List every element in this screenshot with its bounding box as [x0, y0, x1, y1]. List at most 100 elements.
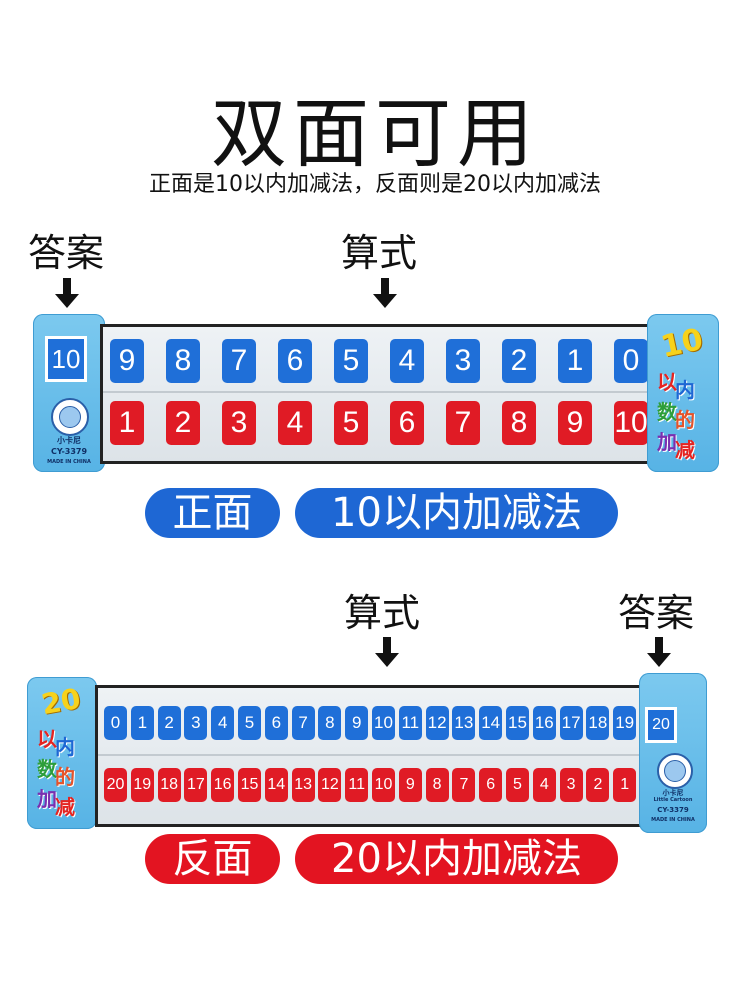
bottom-red-card: 14	[264, 768, 288, 802]
top-sticker-text: 以内数的加减	[655, 366, 713, 466]
bottom-sticker-char: 以	[37, 727, 57, 751]
top-red-card: 8	[502, 401, 536, 445]
bottom-blue-card: 15	[506, 706, 529, 740]
bottom-right-cap: 20 小卡尼 Little Cartoon CY-3379 MADE IN CH…	[639, 673, 707, 833]
bottom-red-card: 6	[479, 768, 503, 802]
bottom-desc-badge: 20以内加减法	[295, 834, 618, 884]
bottom-red-card: 8	[425, 768, 449, 802]
bottom-red-card: 10	[372, 768, 395, 802]
bottom-sticker-text: 以内数的加减	[35, 723, 93, 823]
bottom-sticker-number: 20	[38, 681, 84, 722]
bottom-blue-card: 8	[318, 706, 342, 740]
bottom-blue-card: 11	[398, 706, 422, 740]
bottom-side-badge: 反面	[145, 834, 280, 884]
top-red-card: 2	[166, 401, 200, 445]
bottom-sticker-char: 减	[55, 795, 75, 819]
bottom-blue-card: 14	[479, 706, 503, 740]
bottom-red-card: 1	[613, 768, 637, 802]
top-logo-icon	[51, 398, 89, 436]
bottom-red-card: 17	[184, 768, 208, 802]
bottom-sticker-char: 的	[55, 765, 75, 789]
top-blue-card: 9	[110, 339, 144, 383]
bottom-red-card: 20	[104, 768, 127, 802]
bottom-made-in: MADE IN CHINA	[651, 817, 695, 823]
bottom-red-card: 5	[506, 768, 529, 802]
bottom-answer-label: 答案	[618, 591, 695, 635]
bottom-logo-icon	[657, 753, 693, 789]
top-model: CY-3379	[50, 447, 88, 456]
top-sticker-char: 减	[675, 438, 695, 462]
bottom-sticker-char: 加	[37, 787, 57, 811]
top-blue-card: 4	[390, 339, 424, 383]
bottom-blue-card: 17	[559, 706, 583, 740]
bottom-answer-card: 20	[645, 707, 677, 743]
top-blue-card: 0	[614, 339, 648, 383]
top-blue-card: 7	[222, 339, 256, 383]
bottom-left-cap: 20 以内数的加减	[27, 677, 97, 829]
top-red-card: 6	[390, 401, 424, 445]
bottom-blue-card: 9	[345, 706, 369, 740]
bottom-model: CY-3379	[657, 806, 689, 814]
top-blue-card: 1	[558, 339, 592, 383]
top-formula-label: 算式	[341, 231, 418, 275]
bottom-red-card: 16	[211, 768, 235, 802]
top-left-cap: 10 小卡尼 CY-3379 MADE IN CHINA	[33, 314, 105, 472]
bottom-blue-card: 19	[613, 706, 637, 740]
bottom-blue-card: 13	[452, 706, 476, 740]
bottom-blue-card: 3	[184, 706, 208, 740]
bottom-red-card: 13	[291, 768, 315, 802]
top-red-card: 1	[110, 401, 144, 445]
bottom-red-card: 15	[238, 768, 261, 802]
bottom-blue-card: 10	[372, 706, 395, 740]
top-made-in: MADE IN CHINA	[47, 459, 91, 465]
top-sticker-char: 加	[657, 430, 677, 454]
bottom-red-card: 4	[532, 768, 556, 802]
top-strip-divider	[103, 391, 681, 393]
bottom-blue-card: 12	[425, 706, 449, 740]
bottom-logo-name: 小卡尼	[662, 789, 684, 797]
top-blue-card: 5	[334, 339, 368, 383]
top-right-cap: 10 以内数的加减	[647, 314, 719, 472]
bottom-red-card: 7	[452, 768, 476, 802]
top-answer-card: 10	[45, 336, 87, 382]
top-blue-card: 6	[278, 339, 312, 383]
page-subtitle: 正面是10以内加减法，反面则是20以内加减法	[149, 172, 601, 197]
bottom-blue-card: 5	[238, 706, 261, 740]
top-sticker-char: 的	[675, 408, 695, 432]
bottom-blue-card: 4	[211, 706, 235, 740]
top-desc-badge: 10以内加减法	[295, 488, 618, 538]
bottom-blue-card: 6	[264, 706, 288, 740]
bottom-red-card: 12	[318, 768, 342, 802]
top-logo-name: 小卡尼	[57, 436, 81, 445]
bottom-strip-divider	[98, 754, 670, 756]
top-red-card: 4	[278, 401, 312, 445]
top-blue-card: 8	[166, 339, 200, 383]
top-blue-card: 3	[446, 339, 480, 383]
bottom-sticker-char: 数	[37, 757, 57, 781]
bottom-red-card: 2	[586, 768, 610, 802]
top-red-card: 7	[446, 401, 480, 445]
bottom-red-card: 19	[130, 768, 154, 802]
bottom-blue-card: 1	[130, 706, 154, 740]
bottom-blue-card: 18	[586, 706, 610, 740]
top-red-card: 5	[334, 401, 368, 445]
top-blue-card: 2	[502, 339, 536, 383]
top-red-card: 9	[558, 401, 592, 445]
bottom-red-card: 9	[398, 768, 422, 802]
bottom-red-card: 11	[345, 768, 369, 802]
top-sticker-char: 数	[657, 400, 677, 424]
bottom-red-card: 18	[157, 768, 181, 802]
top-side-badge: 正面	[145, 488, 280, 538]
top-sticker-number: 10	[657, 322, 707, 365]
top-red-card: 10	[614, 401, 648, 445]
bottom-blue-card: 16	[532, 706, 556, 740]
bottom-red-card: 3	[559, 768, 583, 802]
bottom-blue-card: 0	[104, 706, 127, 740]
top-red-card: 3	[222, 401, 256, 445]
